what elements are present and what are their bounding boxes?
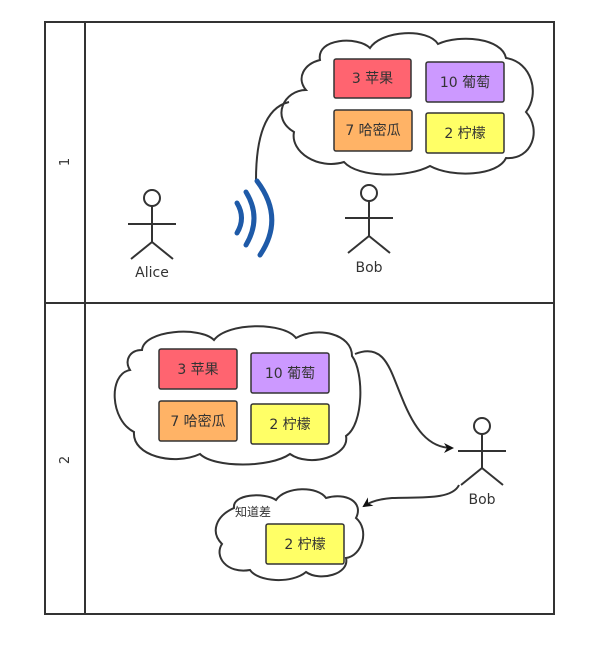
card-lemon-diff: 2 柠檬 [265, 523, 345, 565]
svg-text:10 葡萄: 10 葡萄 [440, 75, 490, 91]
card-lemon-1: 2 柠檬 [425, 112, 505, 154]
svg-text:7 哈密瓜: 7 哈密瓜 [345, 122, 400, 139]
card-melon-1: 7 哈密瓜 [333, 109, 413, 152]
svg-text:2 柠檬: 2 柠檬 [444, 126, 485, 142]
svg-text:7 哈密瓜: 7 哈密瓜 [170, 413, 225, 430]
card-apple-1: 3 苹果 [333, 58, 412, 99]
actor-alice [128, 189, 176, 260]
svg-text:3 苹果: 3 苹果 [352, 71, 393, 87]
card-melon-2: 7 哈密瓜 [158, 400, 238, 442]
actor-bob-1 [345, 184, 393, 254]
lane-2-frame [44, 302, 555, 615]
svg-text:3 苹果: 3 苹果 [177, 362, 218, 378]
actor-alice-label: Alice [135, 265, 169, 281]
diff-cloud-label: 知道差 [235, 505, 271, 519]
card-lemon-2: 2 柠檬 [250, 403, 330, 445]
actor-bob-2-label: Bob [468, 492, 495, 508]
actor-bob-2 [458, 417, 506, 486]
card-grape-2: 10 葡萄 [250, 352, 330, 394]
lane-2-label: 2 [58, 456, 73, 464]
arrow-cloud-to-bob [354, 350, 454, 453]
card-apple-2: 3 苹果 [158, 348, 238, 390]
scene-1: 3 苹果 10 葡萄 7 哈密瓜 2 柠檬 Alice [128, 32, 535, 281]
scene-2: 3 苹果 10 葡萄 7 哈密瓜 2 柠檬 Bob 知道差 [113, 325, 506, 582]
svg-text:10 葡萄: 10 葡萄 [265, 366, 315, 382]
arrow-bob-to-diff [362, 484, 460, 508]
actor-bob-1-label: Bob [355, 260, 382, 276]
cloud-tail-1 [255, 101, 290, 181]
swimlane-pool: 1 2 [44, 21, 555, 615]
svg-text:2 柠檬: 2 柠檬 [269, 417, 310, 433]
svg-text:2 柠檬: 2 柠檬 [284, 537, 325, 553]
wireless-signal-icon [234, 178, 275, 258]
lane-1-label: 1 [58, 158, 73, 166]
card-grape-1: 10 葡萄 [425, 61, 505, 103]
